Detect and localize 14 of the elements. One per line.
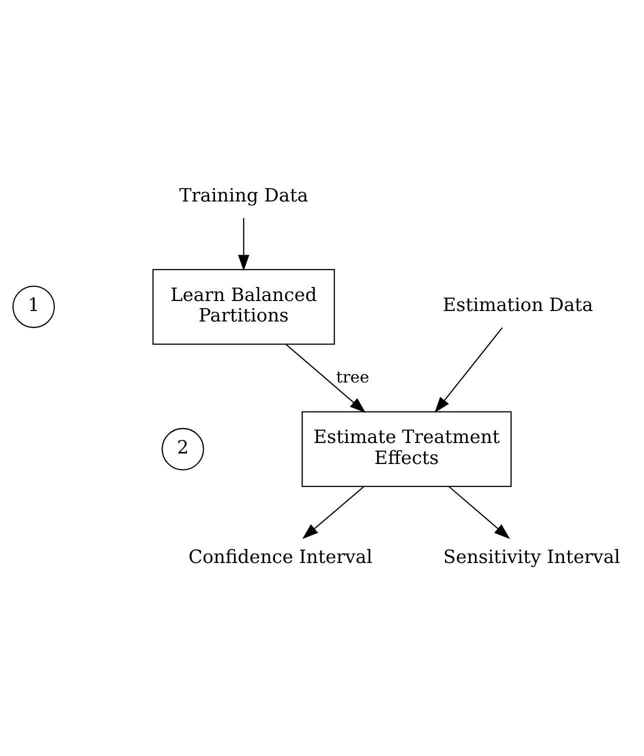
arrow — [302, 486, 364, 540]
node-text: Sensitivity Interval — [443, 547, 620, 568]
arrow — [286, 344, 366, 413]
edge-label: tree — [336, 367, 370, 386]
arrow — [448, 486, 510, 540]
node-circle: 1 — [12, 286, 55, 328]
node-box: Learn Balanced Partitions — [152, 268, 335, 345]
node-text: Confidence Interval — [188, 547, 372, 568]
arrow — [434, 327, 503, 413]
arrow — [238, 218, 250, 271]
node-text: Estimation Data — [442, 295, 594, 316]
node-box: Estimate Treatment Effects — [302, 411, 512, 488]
node-circle: 2 — [162, 428, 204, 470]
node-text: Training Data — [179, 186, 308, 207]
